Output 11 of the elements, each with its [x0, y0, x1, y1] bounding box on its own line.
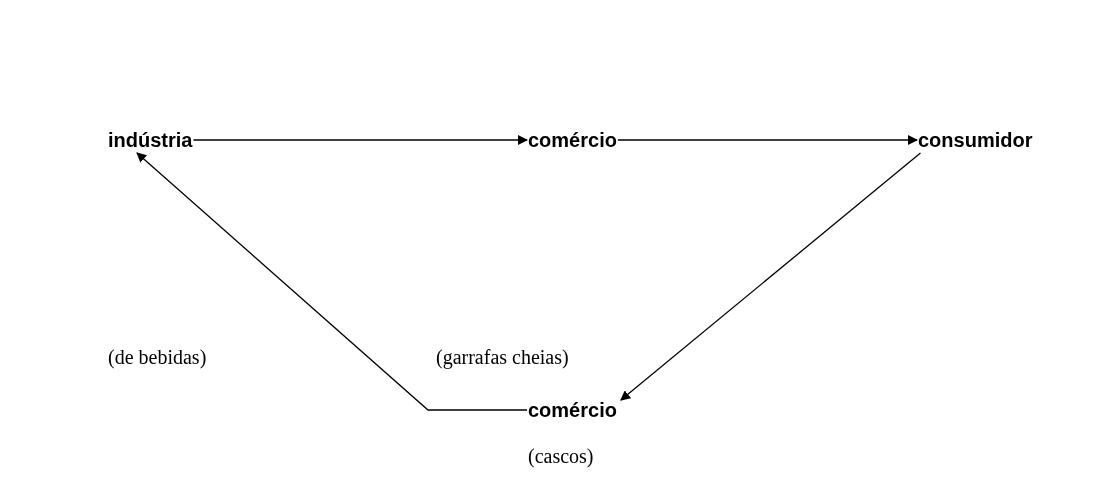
- node-label: comércio: [528, 399, 617, 421]
- node-label: indústria: [108, 129, 193, 151]
- arrow: [617, 135, 918, 145]
- node-note: (cascos): [528, 444, 594, 468]
- arrow: [192, 135, 528, 145]
- arrow: [620, 152, 922, 401]
- annotation-text: (garrafas cheias): [436, 345, 569, 369]
- node-label: consumidor: [918, 129, 1033, 151]
- node-label: comércio: [528, 129, 617, 151]
- annotation-text: (de bebidas): [108, 345, 207, 369]
- arrow: [136, 152, 528, 411]
